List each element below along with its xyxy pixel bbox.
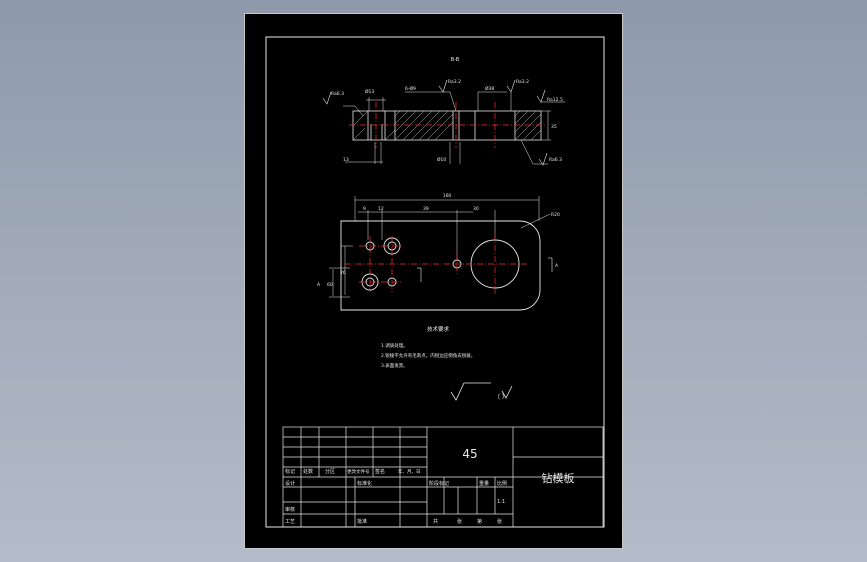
tech-item-3: 3.表面发黑。	[381, 362, 408, 369]
roughness-r1: Ra6.3	[331, 91, 344, 97]
dim-plan-h2: 26	[340, 270, 346, 276]
inner-border	[265, 36, 605, 528]
tb-process-label: 工艺	[285, 519, 295, 525]
tb-review-label: 审核	[285, 506, 295, 513]
tb-page-label: 第	[477, 518, 482, 525]
section-body-outline	[352, 110, 542, 141]
title-block: 45 钻模板 标记 处数 分区 更改文件号 签名 年、月、日 设计 标准化 审核…	[282, 426, 604, 528]
tb-header-count: 处数	[303, 468, 313, 475]
roughness-note: （ ）	[494, 394, 508, 401]
tb-header-zone: 分区	[325, 468, 335, 475]
tb-header-mark: 标记	[285, 468, 295, 475]
dim-top-thread: 6-Ø9	[405, 85, 416, 92]
tb-weight-label: 重量	[479, 480, 489, 487]
dim-plan-d3: 39	[423, 206, 429, 212]
dim-top-left-bottom: Ø10	[437, 156, 446, 163]
cad-drawing: B-B	[265, 36, 605, 528]
section-center-lines	[349, 102, 545, 148]
dim-top-dia-left: Ø13	[365, 88, 374, 95]
tb-scale-label: 比例	[497, 480, 507, 487]
section-marker-left: A	[317, 282, 321, 288]
section-view-label: B-B	[451, 57, 460, 63]
dim-overall-length: 160	[443, 193, 452, 199]
tb-header-sign: 签名	[375, 468, 385, 475]
section-hatching	[352, 110, 542, 141]
dim-top-left-width: 13	[343, 157, 349, 163]
tech-item-1: 1.调质处理。	[381, 342, 408, 349]
tb-stage-label: 阶段标记	[429, 480, 449, 487]
dim-top-thickness: 35	[551, 124, 557, 130]
tech-requirements: 技术要求 1.调质处理。 2.锐棱不允许有毛刺点，内锐边应倒角去锐棱。 3.表面…	[381, 325, 513, 401]
roughness-r2: Ra3.2	[448, 79, 461, 85]
section-view: B-B	[322, 57, 565, 166]
tb-header-change-doc: 更改文件号	[347, 468, 370, 475]
drawing-sheet: B-B	[244, 13, 623, 549]
title-block-material: 45	[462, 447, 477, 461]
title-block-part-name: 钻模板	[542, 471, 575, 485]
bracket-roughness-symbol	[501, 385, 513, 399]
roughness-r4: Ra12.5	[547, 97, 563, 103]
tb-page-label2: 张	[497, 518, 502, 525]
roughness-symbols-top	[322, 79, 548, 166]
section-hole-walls	[367, 111, 516, 140]
dim-plan-d4: 30	[473, 206, 479, 212]
tech-requirements-title: 技术要求	[427, 325, 450, 333]
dim-plan-h1: 60	[327, 282, 333, 288]
plan-center-lines	[345, 234, 527, 294]
dim-top-hole-dia: Ø38	[485, 85, 494, 92]
plan-view: 160 9 12 39 30 R20 60 26	[317, 193, 560, 311]
roughness-r3: Ra3.2	[516, 79, 529, 85]
section-marker-right: A	[555, 263, 559, 269]
plan-dim-lines	[329, 196, 551, 298]
general-roughness-symbol	[450, 382, 491, 401]
section-markers	[417, 257, 553, 282]
section-dim-lines	[343, 91, 565, 165]
tb-scale-value: 1:1	[497, 499, 505, 505]
tb-design-label: 设计	[285, 480, 295, 487]
tb-header-date: 年、月、日	[398, 468, 421, 475]
roughness-r5: Ra6.3	[549, 157, 562, 163]
tb-approve-label: 批准	[357, 518, 367, 525]
dim-plan-d2: 12	[378, 206, 384, 212]
tb-sheet-label: 张	[457, 518, 462, 525]
tech-item-2: 2.锐棱不允许有毛刺点，内锐边应倒角去锐棱。	[381, 352, 475, 359]
dim-plan-d1: 9	[363, 206, 366, 212]
dim-plan-radius: R20	[551, 212, 560, 218]
tb-standardize-label: 标准化	[357, 480, 372, 487]
tb-sheet-total-label: 共	[433, 518, 438, 525]
plan-body-outline	[340, 220, 541, 311]
